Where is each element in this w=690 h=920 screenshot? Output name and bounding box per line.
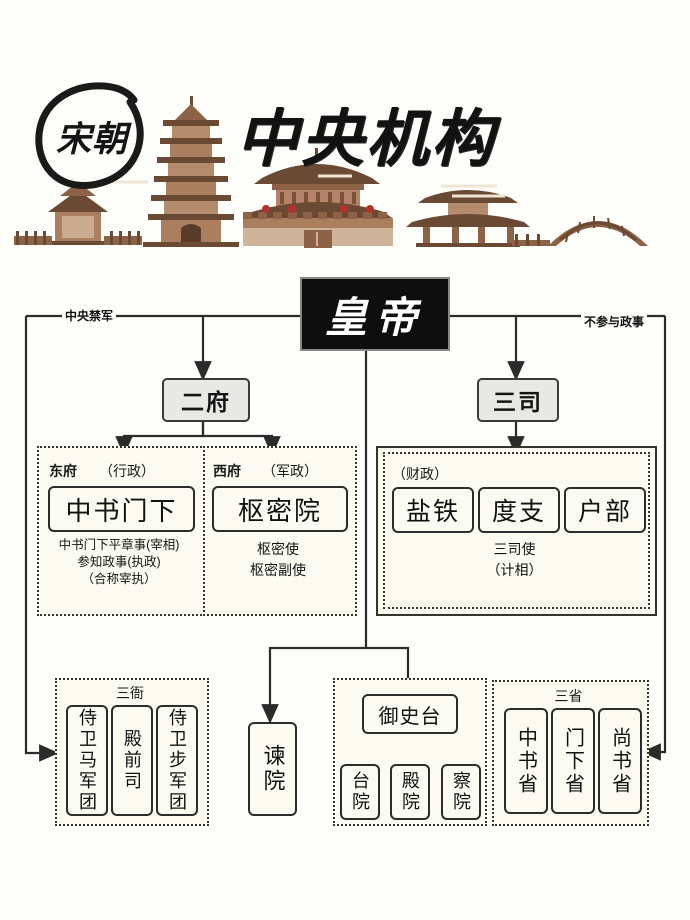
west-bureau-note-1: 枢密副使 [250, 562, 306, 578]
salt-iron-label: 盐铁 [405, 498, 460, 526]
department-of-state-affairs-box[interactable]: 尚书省 [598, 708, 642, 814]
three-commands-title: 三衙 [116, 685, 144, 701]
privy-council-box[interactable]: 枢密院 [212, 486, 348, 532]
censorate-head-box[interactable]: 御史台 [362, 694, 458, 734]
finance-subtitle: （财政） [392, 466, 448, 482]
chayuan-box[interactable]: 察院 [441, 764, 481, 820]
dynasty-seal-label: 宋朝 [55, 118, 128, 160]
budget-box[interactable]: 度支 [478, 487, 560, 533]
finance-note-0: 三司使 [493, 541, 536, 557]
palace-cavalry-box[interactable]: 侍卫马军团 [66, 705, 108, 816]
taiyuan-label: 台院 [350, 771, 370, 813]
emperor-box[interactable]: 皇帝 [300, 277, 450, 351]
east-bureau-note-0: 中书门下平章事(宰相) [58, 538, 180, 552]
header-illustration [0, 96, 690, 260]
edge-label-left: 中央禁军 [62, 307, 117, 324]
remonstrance-bureau-label: 谏院 [260, 744, 286, 794]
west-bureau-note-0: 枢密使 [257, 541, 299, 557]
ink-circle-icon [35, 82, 144, 189]
privy-council-label: 枢密院 [237, 495, 322, 526]
cloud-decor-icon [108, 174, 505, 198]
censorate-head-label: 御史台 [378, 705, 442, 728]
palace-hall-icon [243, 148, 393, 248]
two-bureaus-box[interactable]: 二府 [162, 378, 250, 422]
revenue-box[interactable]: 户部 [564, 487, 646, 533]
zhongshu-menxia-box[interactable]: 中书门下 [48, 486, 195, 532]
zhongshu-menxia-label: 中书门下 [65, 495, 178, 526]
budget-label: 度支 [491, 498, 546, 526]
emperor-label: 皇帝 [324, 292, 425, 342]
dianyuan-label: 殿院 [400, 771, 420, 813]
edge-label-right: 不参与政事 [581, 313, 648, 330]
chancellery-label: 门下省 [561, 726, 584, 796]
gate-icon [406, 190, 530, 247]
chancellery-box[interactable]: 门下省 [551, 708, 595, 814]
palace-command-box[interactable]: 殿前司 [111, 705, 153, 816]
header-banner: 宋朝 中央机构 [0, 0, 690, 268]
west-bureau-subtitle: （军政） [262, 463, 318, 479]
west-bureau-title: 西府 [213, 463, 241, 479]
secretariat-box[interactable]: 中书省 [504, 708, 548, 814]
two-bureaus-label: 二府 [181, 389, 231, 415]
three-departments-box[interactable]: 三司 [477, 378, 559, 422]
salt-iron-box[interactable]: 盐铁 [392, 487, 474, 533]
taiyuan-box[interactable]: 台院 [340, 764, 380, 820]
east-bureau-subtitle: （行政） [99, 463, 155, 479]
pagoda-icon [143, 96, 239, 247]
revenue-label: 户部 [577, 498, 632, 526]
remonstrance-bureau-box[interactable]: 谏院 [248, 722, 297, 816]
dianyuan-box[interactable]: 殿院 [390, 764, 430, 820]
east-bureau-note-1: 参知政事(执政) [77, 555, 161, 569]
east-bureau-title: 东府 [49, 463, 77, 479]
department-of-state-affairs-label: 尚书省 [608, 726, 631, 796]
pavilion-icon [14, 182, 142, 245]
palace-infantry-box[interactable]: 侍卫步军团 [156, 705, 198, 816]
palace-cavalry-label: 侍卫马军团 [77, 708, 97, 813]
chayuan-label: 察院 [451, 771, 471, 813]
secretariat-label: 中书省 [514, 726, 537, 796]
palace-infantry-label: 侍卫步军团 [167, 708, 187, 813]
three-departments-label: 三司 [493, 389, 543, 415]
palace-command-label: 殿前司 [122, 729, 142, 792]
east-bureau-note-2: （合称宰执） [81, 572, 157, 586]
finance-note-1: （计相） [486, 562, 543, 578]
bridge-icon [512, 216, 648, 246]
page-title: 中央机构 [236, 102, 497, 175]
three-provinces-title: 三省 [554, 688, 583, 704]
